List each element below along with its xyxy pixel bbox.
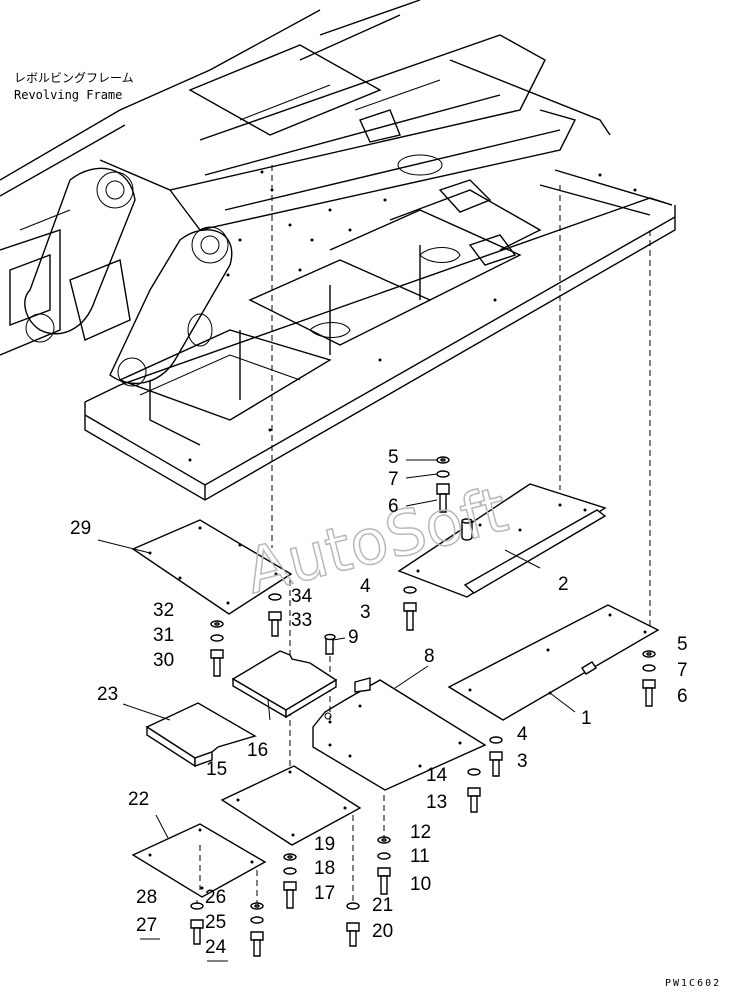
callouts: 2 1 29 5 7 6 4 3 34 33 32 31 30 9 8 5 7 …	[70, 447, 688, 958]
callout-16: 16	[247, 740, 268, 761]
callout-10: 10	[410, 874, 431, 895]
callout-17: 17	[314, 883, 335, 904]
callout-4-upper: 4	[360, 576, 371, 597]
callout-25: 25	[205, 912, 226, 933]
cover-2	[397, 483, 607, 598]
callout-14: 14	[426, 765, 448, 786]
callout-29: 29	[70, 518, 91, 539]
callout-20: 20	[372, 921, 393, 942]
callout-31: 31	[153, 625, 174, 646]
plate-1	[447, 604, 660, 721]
revolving-frame	[0, 0, 676, 800]
callout-7-right: 7	[677, 660, 688, 681]
callout-13: 13	[426, 792, 447, 813]
plate-22	[131, 823, 267, 898]
callout-30: 30	[153, 650, 174, 671]
callout-7-upper: 7	[388, 469, 399, 490]
callout-4-right: 4	[517, 724, 528, 745]
callout-3-right: 3	[517, 751, 528, 772]
block-23	[145, 702, 257, 768]
plate-15	[220, 765, 362, 846]
callout-32: 32	[153, 600, 174, 621]
callout-12: 12	[410, 822, 431, 843]
title-english: Revolving Frame	[14, 88, 122, 102]
callout-34: 34	[291, 586, 313, 607]
callout-24: 24	[205, 937, 227, 958]
callout-28: 28	[136, 887, 157, 908]
leader-lines	[97, 459, 576, 839]
fasteners	[190, 456, 656, 957]
callout-1: 1	[581, 708, 592, 729]
plate-8	[312, 677, 487, 791]
callout-underlines	[140, 938, 228, 962]
callout-19: 19	[314, 834, 335, 855]
callout-8: 8	[424, 646, 435, 667]
callout-5-upper: 5	[388, 447, 399, 468]
callout-9: 9	[348, 627, 359, 648]
callout-18: 18	[314, 858, 335, 879]
callout-27: 27	[136, 915, 157, 936]
callout-26: 26	[205, 887, 226, 908]
block-16	[231, 650, 338, 719]
title-japanese: レボルビングフレーム	[14, 71, 134, 85]
callout-3-upper: 3	[360, 602, 371, 623]
plate-29	[131, 519, 293, 615]
callout-22: 22	[128, 789, 149, 810]
callout-6-right: 6	[677, 686, 688, 707]
callout-6-upper: 6	[388, 496, 399, 517]
callout-11: 11	[410, 846, 430, 867]
drawing-code: PW1C602	[665, 978, 721, 989]
callout-15: 15	[206, 759, 227, 780]
callout-33: 33	[291, 610, 312, 631]
callout-5-right: 5	[677, 634, 688, 655]
callout-21: 21	[372, 895, 393, 916]
callout-23: 23	[97, 684, 118, 705]
callout-2: 2	[558, 574, 569, 595]
